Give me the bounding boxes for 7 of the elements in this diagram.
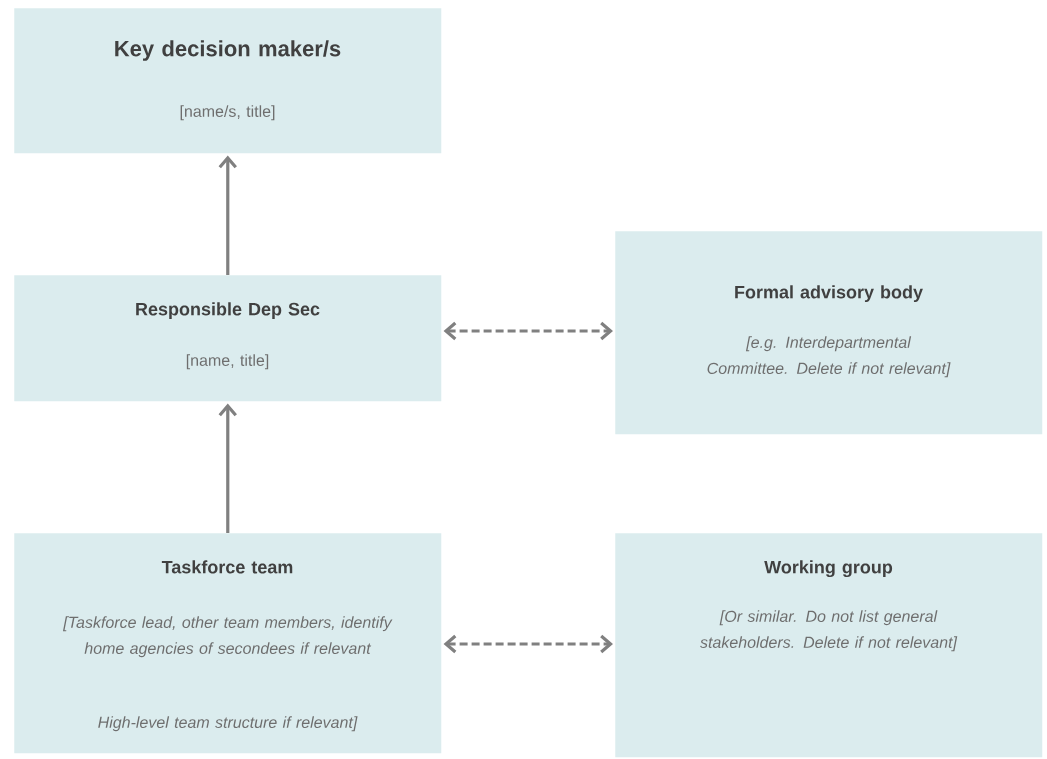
arrow (218, 155, 237, 275)
role-box: Key decision maker/s [name/s, title] (14, 8, 442, 154)
arrow (218, 403, 237, 533)
role-box: Formal advisory body [e.g. Interdepartmental Committee. Delete if not relevant] (615, 231, 1043, 435)
role-box: Responsible Dep Sec [name, title] (14, 275, 442, 402)
role-box: Taskforce team [Taskforce lead, other team members, identify home agencies of secondees if relevant High-level team structure if relevant] (14, 533, 442, 754)
role-box: Working group [Or similar. Do not list general stakeholders. Delete if not relevant] (615, 533, 1043, 758)
